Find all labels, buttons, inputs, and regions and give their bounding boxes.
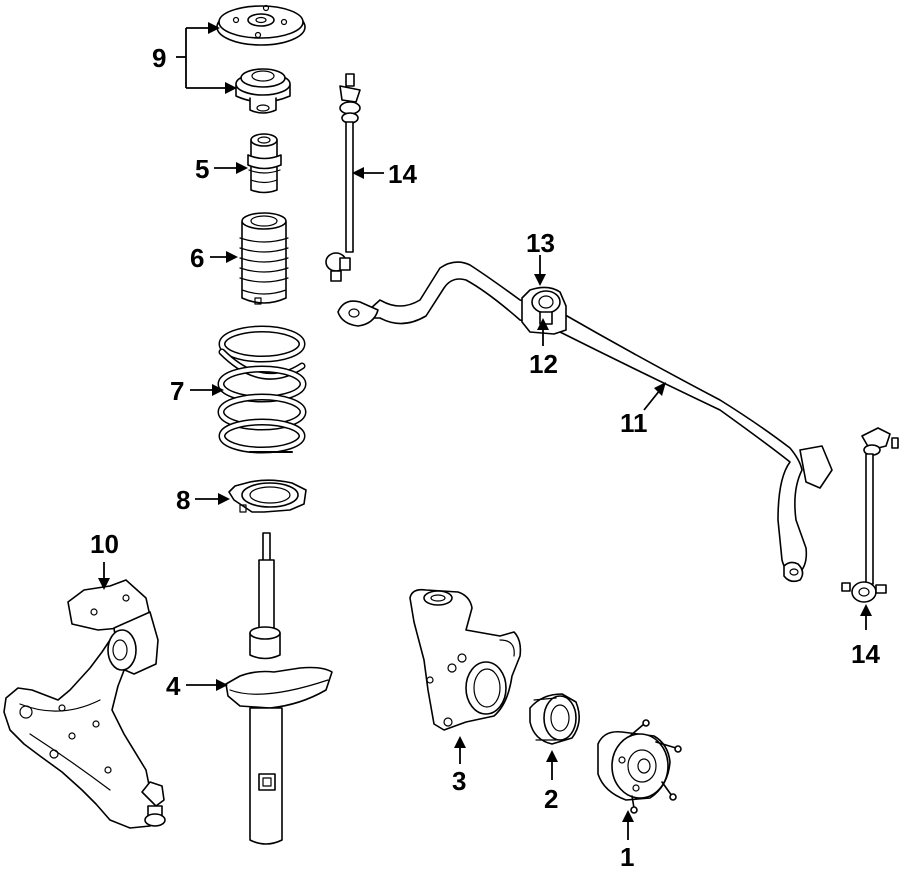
dust-boot-icon: [239, 212, 289, 305]
callout-2: 2: [544, 784, 558, 814]
callout-12: 12: [529, 349, 558, 379]
callout-3: 3: [452, 766, 466, 796]
spring-seat-icon: [228, 479, 307, 513]
strut-mount-icon: [216, 4, 306, 114]
stabilizer-link-icon: [325, 73, 361, 282]
callout-7: 7: [170, 376, 184, 406]
callout-11: 11: [620, 408, 648, 438]
callout-9-leader: [176, 22, 237, 94]
bump-stop-icon: [247, 133, 282, 194]
callout-14-upper: 14: [388, 159, 417, 189]
wheel-hub-icon: [597, 719, 682, 814]
callout-13: 13: [526, 228, 555, 258]
callout-5: 5: [195, 154, 209, 184]
callout-6: 6: [190, 243, 204, 273]
callout-14-lower: 14: [851, 639, 880, 669]
control-arm-icon: [3, 579, 166, 829]
callout-10: 10: [90, 529, 119, 559]
callout-9: 9: [152, 43, 166, 73]
wheel-bearing-icon: [529, 693, 580, 745]
stabilizer-bar-icon: [337, 261, 833, 583]
coil-spring-icon: [217, 325, 307, 454]
callout-1: 1: [620, 842, 634, 869]
stabilizer-link-icon: [841, 427, 899, 603]
strut-icon: [225, 532, 333, 845]
steering-knuckle-icon: [409, 588, 522, 731]
callout-8: 8: [176, 485, 190, 515]
callout-4: 4: [166, 671, 181, 701]
